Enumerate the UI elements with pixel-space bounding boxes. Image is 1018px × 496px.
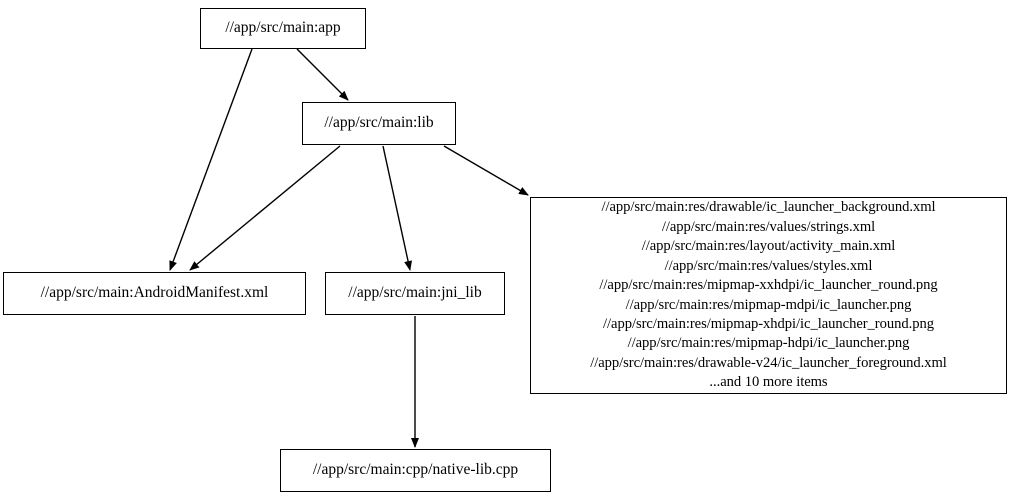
graph-edge-lib-to-jni-lib: [382, 145, 412, 271]
graph-node-app[interactable]: //app/src/main:app: [200, 8, 366, 49]
graph-edge-app-to-lib: [296, 48, 349, 101]
graph-node-app-label: //app/src/main:app: [225, 19, 341, 37]
graph-node-lib-label: //app/src/main:lib: [324, 114, 434, 132]
graph-edge-lib-to-manifest: [189, 145, 341, 271]
graph-edge-lib-to-resources: [443, 145, 529, 196]
graph-node-android-manifest[interactable]: //app/src/main:AndroidManifest.xml: [3, 272, 306, 315]
graph-node-jni-lib-label: //app/src/main:jni_lib: [348, 284, 482, 302]
graph-edge-app-to-manifest: [169, 48, 253, 271]
graph-node-lib[interactable]: //app/src/main:lib: [302, 102, 456, 145]
graph-node-resources[interactable]: //app/src/main:res/drawable/ic_launcher_…: [530, 197, 1007, 394]
graph-node-android-manifest-label: //app/src/main:AndroidManifest.xml: [40, 284, 269, 302]
graph-node-jni-lib[interactable]: //app/src/main:jni_lib: [325, 272, 505, 315]
graph-node-native-lib-cpp[interactable]: //app/src/main:cpp/native-lib.cpp: [280, 449, 551, 492]
graph-node-native-lib-cpp-label: //app/src/main:cpp/native-lib.cpp: [312, 461, 519, 479]
graph-node-resources-label: //app/src/main:res/drawable/ic_launcher_…: [590, 199, 947, 391]
